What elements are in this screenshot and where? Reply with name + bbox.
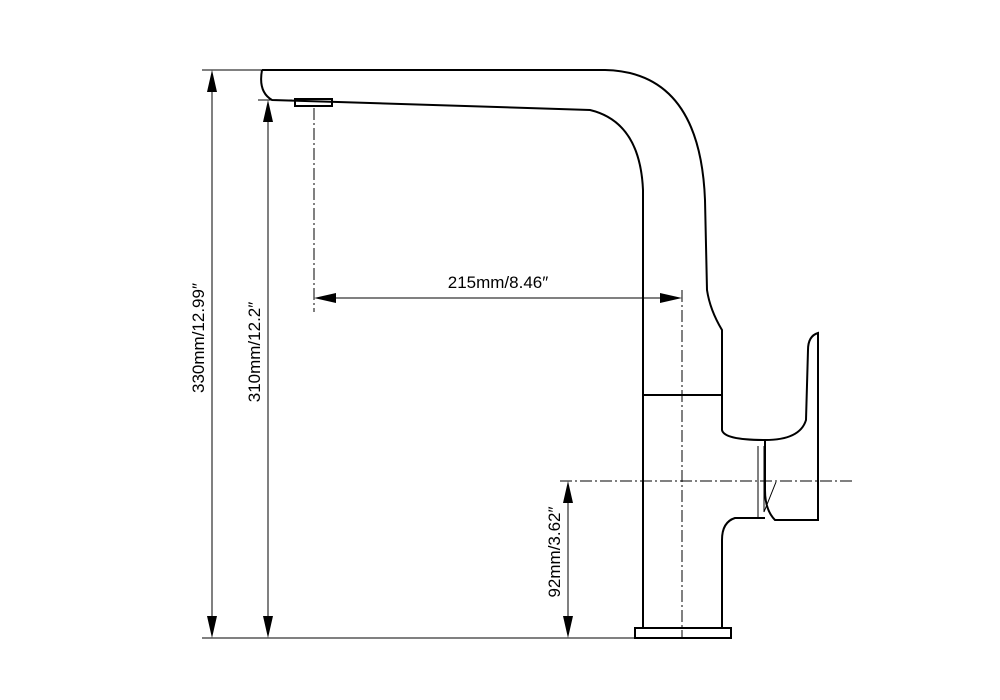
faucet-outline <box>260 69 819 639</box>
spout-inner-profile <box>260 69 644 628</box>
centerlines <box>313 108 852 638</box>
dimension-handle-height: 92mm/3.62″ <box>545 481 573 638</box>
dimension-spout-height: 310mm/12.2″ <box>245 100 273 638</box>
dimension-total-height: 330mm/12.99″ <box>189 70 217 638</box>
handle-height-label: 92mm/3.62″ <box>545 506 564 597</box>
spout-height-label: 310mm/12.2″ <box>245 302 264 403</box>
aerator-nozzle <box>294 98 333 107</box>
spout-reach-label: 215mm/8.46″ <box>448 273 549 292</box>
lower-body <box>721 517 765 628</box>
total-height-label: 330mm/12.99″ <box>189 283 208 393</box>
spout-outer-profile <box>262 69 766 441</box>
dimension-spout-reach: 215mm/8.46″ <box>314 273 682 303</box>
handle-lever <box>764 331 819 521</box>
base-plate <box>634 627 732 639</box>
handle-hub <box>757 446 777 518</box>
